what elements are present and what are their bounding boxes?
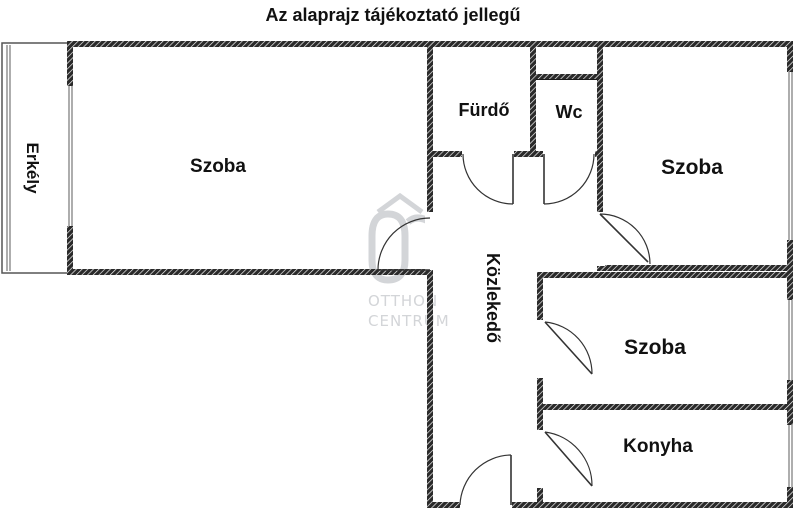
door-szoba-left [377,212,435,271]
balcony: Erkély [1,42,71,274]
plan-title: Az alaprajz tájékoztató jellegű [265,5,520,25]
door-entrance [459,454,512,510]
door-szoba-right [595,212,651,266]
watermark-line2: CENTRUM [368,312,450,330]
watermark: OTTHON CENTRUM [368,192,450,330]
watermark-line1: OTTHON [368,292,438,310]
door-wc [543,149,595,205]
room-label-erkely: Erkély [23,142,42,194]
watermark-logo-icon [368,192,432,284]
room-label-szoba-mid: Szoba [624,336,686,359]
room-label-kozlekedo: Közlekedő [483,253,503,343]
room-label-wc: Wc [556,102,583,122]
room-label-konyha: Konyha [623,436,693,457]
doors [377,149,651,510]
door-konyha [535,430,593,488]
windows [66,72,794,487]
room-label-szoba-left: Szoba [190,156,246,177]
door-furdo [462,149,514,205]
room-label-furdo: Fürdő [459,100,510,120]
door-szoba-mid [535,320,593,378]
room-label-szoba-right: Szoba [661,156,723,179]
